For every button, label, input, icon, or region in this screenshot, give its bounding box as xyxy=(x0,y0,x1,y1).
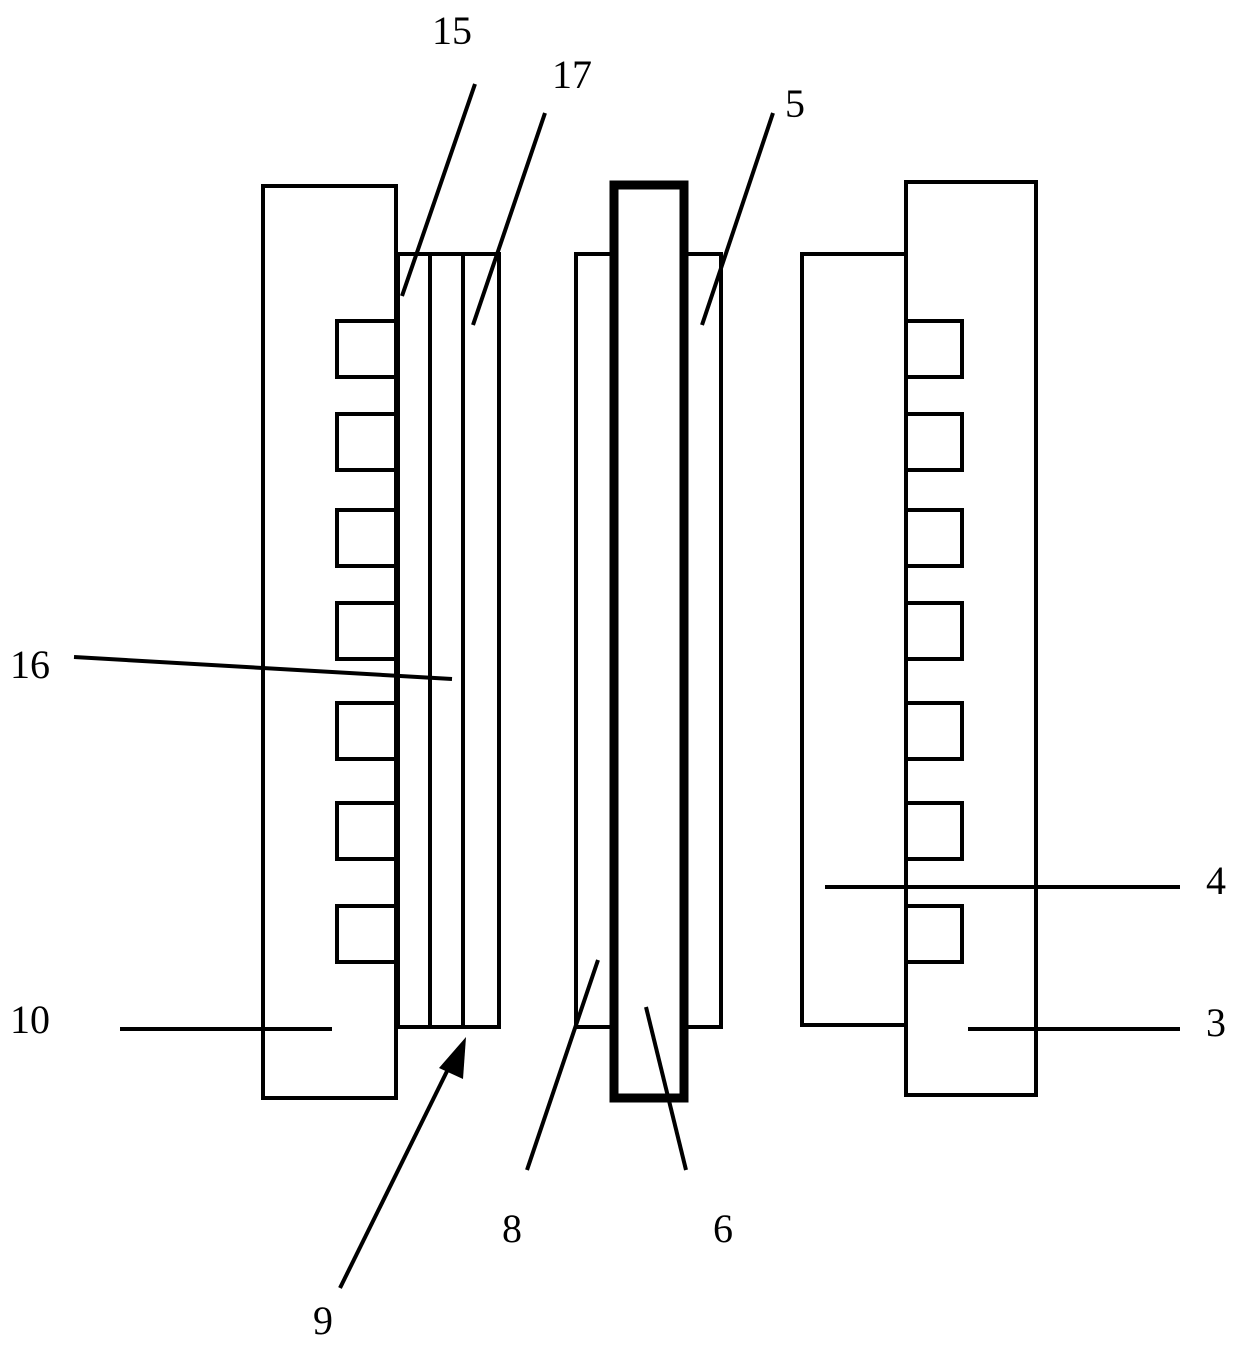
leader-15 xyxy=(400,83,477,297)
right-channel xyxy=(904,412,964,472)
left-channel xyxy=(335,904,398,964)
right-channel xyxy=(904,801,964,861)
left-channel xyxy=(335,801,398,861)
left-channel xyxy=(335,601,398,661)
right-channel xyxy=(904,601,964,661)
arrowhead-9 xyxy=(439,1037,466,1079)
label-16: 16 xyxy=(10,642,50,687)
label-3: 3 xyxy=(1206,1000,1226,1045)
right-channel xyxy=(904,701,964,761)
leader-9 xyxy=(338,1054,457,1289)
label-15: 15 xyxy=(432,8,472,53)
label-17: 17 xyxy=(552,52,592,97)
label-4: 4 xyxy=(1206,858,1226,903)
right-channel xyxy=(904,508,964,568)
right-channel xyxy=(904,319,964,379)
reference-labels: 15 17 5 16 4 10 3 8 6 9 xyxy=(10,8,1226,1343)
label-10: 10 xyxy=(10,997,50,1042)
leader-6 xyxy=(644,1006,688,1171)
label-5: 5 xyxy=(785,81,805,126)
left-channel xyxy=(335,508,398,568)
left-channel xyxy=(335,319,398,379)
center-membrane xyxy=(609,180,689,1103)
leader-lines xyxy=(73,83,1180,1289)
left-channel xyxy=(335,412,398,472)
right-channel xyxy=(904,904,964,964)
leader-17 xyxy=(471,112,547,326)
right-plate xyxy=(800,180,1038,1097)
center-assembly xyxy=(574,180,723,1103)
label-9: 9 xyxy=(313,1298,333,1343)
leader-8 xyxy=(525,959,600,1171)
left-electrode-stack xyxy=(396,252,501,1029)
label-8: 8 xyxy=(502,1206,522,1251)
left-plate xyxy=(261,184,398,1100)
label-6: 6 xyxy=(713,1206,733,1251)
left-channel xyxy=(335,701,398,761)
leader-16 xyxy=(73,655,453,681)
leader-5 xyxy=(700,112,775,326)
